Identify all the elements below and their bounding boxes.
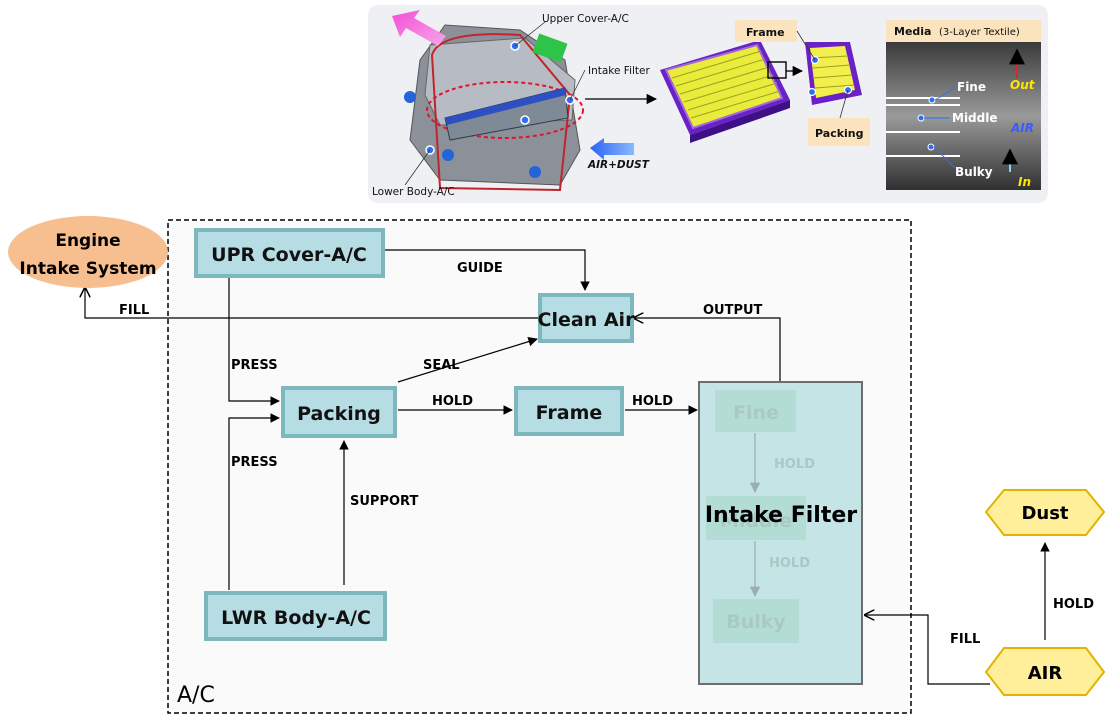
media-in-label: In: [1018, 175, 1031, 189]
air-cleaner-housing-image: [404, 21, 586, 192]
edge-seal-label: SEAL: [423, 358, 460, 373]
engine-label-line2: Intake System: [19, 259, 156, 279]
media-subtitle: (3-Layer Textile): [939, 27, 1020, 38]
packing-tag: [808, 118, 870, 146]
filter-middle-label: Middle: [720, 510, 792, 532]
intake-filter-title: Intake Filter: [705, 503, 857, 528]
filter-hold-2-label: HOLD: [769, 556, 810, 571]
edge-hold-air-dust-label: HOLD: [1053, 597, 1094, 612]
engine-label-line1: Engine: [55, 231, 120, 251]
edge-support-label: SUPPORT: [350, 494, 418, 509]
media-out-label: Out: [1010, 78, 1036, 92]
clean-air-node[interactable]: Clean Air: [538, 293, 636, 343]
filter-hold-1-label: HOLD: [774, 457, 815, 472]
intake-filter-node[interactable]: Fine HOLD Middle HOLD Bulky Intake Filte…: [698, 381, 863, 685]
ac-boundary-label: A/C: [177, 683, 215, 708]
frame-tag-label: Frame: [746, 26, 785, 39]
upr-cover-label: UPR Cover-A/C: [211, 244, 367, 266]
inflow-arrow-icon: [590, 138, 634, 160]
upr-cover-node[interactable]: UPR Cover-A/C: [194, 228, 385, 278]
edge-guide-label: GUIDE: [457, 261, 503, 276]
media-fine-label: Fine: [957, 80, 986, 94]
upper-cover-label: Upper Cover-A/C: [542, 13, 629, 25]
intake-filter-label: Intake Filter: [588, 65, 650, 77]
filter-element-image: [660, 40, 790, 143]
packing-label: Packing: [297, 403, 381, 425]
outflow-arrow-icon: [392, 10, 446, 46]
frame-tag: [735, 20, 797, 42]
packing-node[interactable]: Packing: [281, 386, 397, 438]
clean-air-label: Clean Air: [538, 309, 636, 331]
connectors: [85, 249, 1050, 685]
lwr-body-node[interactable]: LWR Body-A/C: [204, 591, 387, 641]
engine-intake-system-node[interactable]: Engine Intake System: [8, 216, 168, 288]
edge-fill-engine-label: FILL: [119, 303, 149, 318]
air-node[interactable]: AIR: [984, 647, 1106, 696]
edge-output-label: OUTPUT: [703, 303, 763, 318]
dust-label: Dust: [1021, 503, 1068, 524]
frame-zoom-image: [805, 42, 862, 105]
edge-fill-air-label: FILL: [950, 632, 980, 647]
packing-tag-label: Packing: [815, 127, 864, 140]
air-dust-label: AIR+DUST: [587, 159, 650, 171]
edge-hold-frame-filter-label: HOLD: [632, 394, 673, 409]
media-bulky-label: Bulky: [955, 165, 993, 179]
edge-press-bottom-label: PRESS: [231, 455, 278, 470]
air-label: AIR: [1028, 663, 1063, 684]
filter-bulky-label: Bulky: [726, 611, 786, 633]
filter-fine-label: Fine: [733, 402, 779, 424]
media-title: Media: [894, 25, 931, 38]
svg-text:Media (3-Layer Textile: Media (3-Layer Textile): [894, 25, 1020, 38]
media-air-label: AIR: [1010, 121, 1034, 135]
media-middle-label: Middle: [952, 111, 998, 125]
dust-node[interactable]: Dust: [984, 489, 1106, 536]
edge-press-top-label: PRESS: [231, 358, 278, 373]
frame-node[interactable]: Frame: [514, 386, 624, 436]
lwr-body-label: LWR Body-A/C: [221, 607, 371, 629]
illustration-panel: Upper Cover-A/C Intake Filter Lower Body…: [368, 5, 1048, 203]
edge-hold-packing-frame-label: HOLD: [432, 394, 473, 409]
lower-body-label: Lower Body-A/C: [372, 186, 455, 198]
media-panel: Media (3-Layer Textile) Fine Middle Bulk…: [886, 20, 1041, 190]
frame-label: Frame: [536, 402, 603, 424]
